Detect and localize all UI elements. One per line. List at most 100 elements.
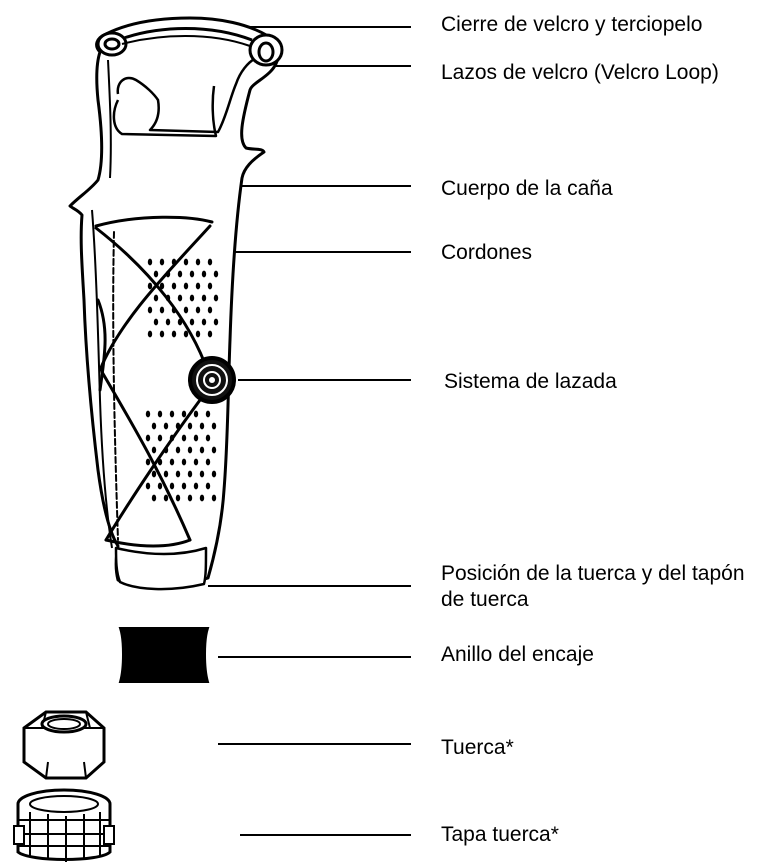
- perforation-hole: [199, 470, 205, 478]
- label-nut-position: Posición de la tuerca y del tapón de tue…: [441, 562, 745, 611]
- perforation-hole: [187, 422, 193, 430]
- perforation-hole: [145, 434, 151, 442]
- socket-right-edge: [107, 59, 112, 179]
- perforation-hole: [199, 446, 205, 454]
- perforation-hole: [153, 270, 159, 278]
- perforation-hole: [153, 294, 159, 302]
- perforation-hole: [211, 422, 217, 430]
- socket-ring: [118, 627, 210, 683]
- perforation-hole: [195, 282, 201, 290]
- perforation-hole: [181, 434, 187, 442]
- perforation-hole: [195, 306, 201, 314]
- perforation-hole: [199, 422, 205, 430]
- perforation-hole: [147, 282, 153, 290]
- perforation-hole: [157, 410, 163, 418]
- socket-inner-contour: [116, 56, 257, 134]
- perforation-hole: [189, 294, 195, 302]
- perforation-hole: [187, 494, 193, 502]
- label-socket-ring: Anillo del encaje: [441, 643, 594, 666]
- perforation-hole: [147, 330, 153, 338]
- perforation-hole: [163, 494, 169, 502]
- perforation-hole: [157, 434, 163, 442]
- perforation-hole: [211, 494, 217, 502]
- perforation-hole: [181, 458, 187, 466]
- perforation-hole: [193, 482, 199, 490]
- perforation-hole: [201, 270, 207, 278]
- perforation-hole: [169, 410, 175, 418]
- perforation-hole: [169, 458, 175, 466]
- perforation-hole: [153, 318, 159, 326]
- perforation-hole: [205, 434, 211, 442]
- perforation-hole: [189, 270, 195, 278]
- perforation-hole: [163, 422, 169, 430]
- perforation-hole: [193, 410, 199, 418]
- perforation-hole: [211, 470, 217, 478]
- perforation-hole: [175, 494, 181, 502]
- label-socket-body: Cuerpo de la caña: [441, 177, 613, 200]
- perforation-hole: [175, 470, 181, 478]
- perforation-hole: [147, 258, 153, 266]
- label-nut-cap: Tapa tuerca*: [441, 823, 559, 846]
- label-nut: Tuerca*: [441, 736, 514, 759]
- perforation-hole: [181, 482, 187, 490]
- label-lacing-system: Sistema de lazada: [444, 370, 617, 393]
- perforation-hole: [207, 282, 213, 290]
- perforation-hole: [177, 270, 183, 278]
- perforation-hole: [183, 330, 189, 338]
- perforation-hole: [195, 330, 201, 338]
- perforation-hole: [187, 470, 193, 478]
- lacing-dial: [188, 356, 236, 404]
- perforation-pattern: [145, 258, 219, 502]
- socket-inner-pocket: [112, 85, 218, 138]
- velcro-buckles: [96, 27, 284, 67]
- socket-left-edge: [91, 209, 113, 549]
- perforation-hole: [201, 294, 207, 302]
- perforation-hole: [147, 306, 153, 314]
- socket-shell: [68, 16, 280, 591]
- perforation-hole: [165, 318, 171, 326]
- perforation-hole: [207, 306, 213, 314]
- perforation-hole: [207, 330, 213, 338]
- perforation-hole: [199, 494, 205, 502]
- laces: [94, 215, 214, 548]
- perforation-hole: [157, 482, 163, 490]
- perforation-hole: [205, 482, 211, 490]
- perforation-hole: [213, 318, 219, 326]
- perforation-hole: [213, 294, 219, 302]
- perforation-hole: [211, 446, 217, 454]
- perforation-hole: [159, 282, 165, 290]
- perforation-hole: [169, 482, 175, 490]
- perforation-hole: [181, 410, 187, 418]
- perforation-hole: [151, 494, 157, 502]
- label-laces: Cordones: [441, 241, 533, 264]
- perforation-hole: [201, 318, 207, 326]
- perforation-hole: [159, 258, 165, 266]
- perforation-hole: [205, 458, 211, 466]
- perforation-hole: [171, 330, 177, 338]
- perforation-hole: [145, 410, 151, 418]
- perforation-hole: [151, 446, 157, 454]
- perforation-hole: [193, 458, 199, 466]
- perforation-hole: [183, 258, 189, 266]
- perforation-hole: [163, 470, 169, 478]
- perforation-hole: [151, 422, 157, 430]
- label-velcro-loops: Lazos de velcro (Velcro Loop): [441, 61, 719, 84]
- perforation-hole: [159, 330, 165, 338]
- perforation-hole: [175, 446, 181, 454]
- perforation-hole: [183, 306, 189, 314]
- perforation-hole: [213, 270, 219, 278]
- perforation-hole: [189, 318, 195, 326]
- perforation-hole: [145, 458, 151, 466]
- perforation-hole: [207, 258, 213, 266]
- perforation-hole: [183, 282, 189, 290]
- velcro-strap: [123, 27, 253, 42]
- socket-base: [114, 546, 208, 591]
- leader-lines: [181, 26, 411, 836]
- perforation-hole: [171, 282, 177, 290]
- socket-outline: [68, 16, 280, 589]
- perforation-hole: [159, 306, 165, 314]
- perforation-hole: [205, 410, 211, 418]
- perforation-hole: [177, 294, 183, 302]
- perforation-hole: [151, 470, 157, 478]
- label-velcro-closure: Cierre de velcro y terciopelo: [441, 13, 703, 36]
